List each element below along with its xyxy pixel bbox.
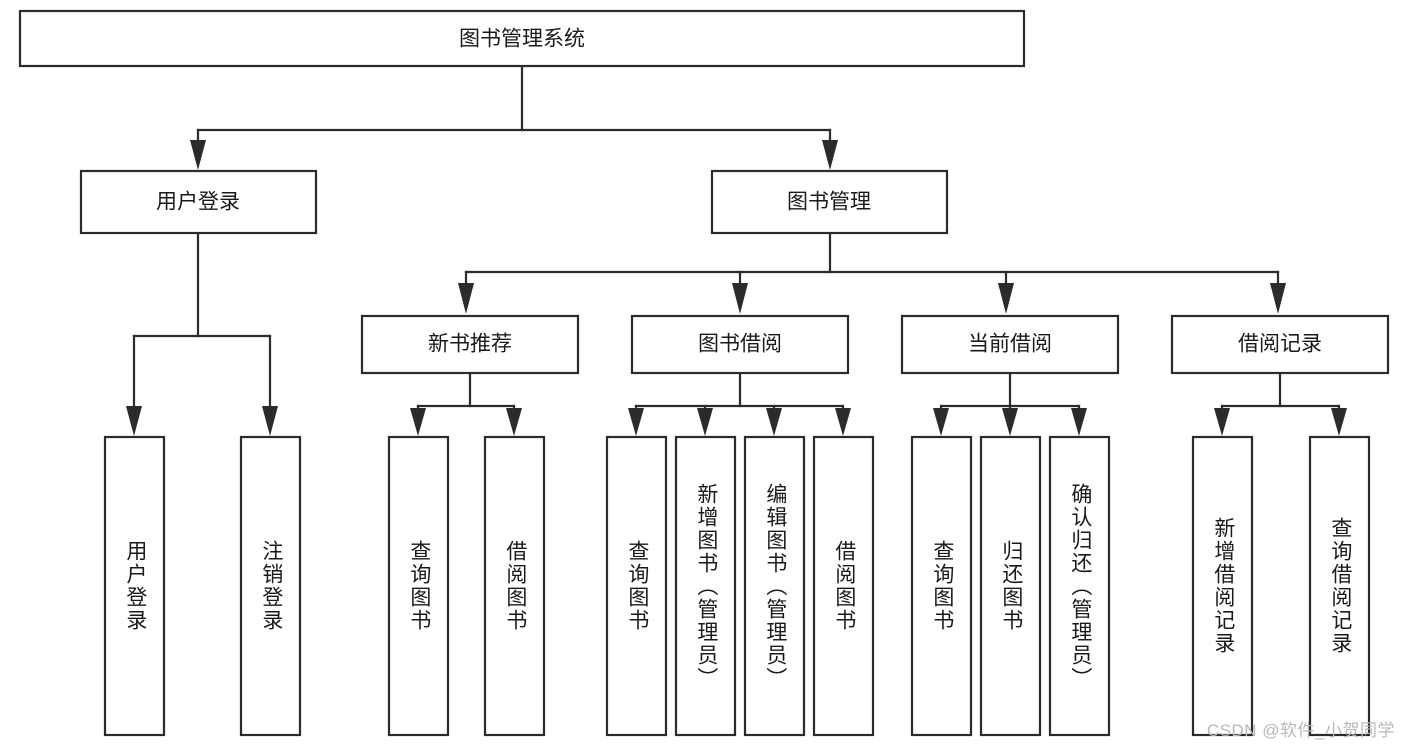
connector-group-borrow-record <box>1214 371 1347 436</box>
arrowhead-bb-leaf-1 <box>628 408 644 436</box>
leaf-box-current-borrow-2[interactable] <box>979 435 1042 737</box>
leaf-box-borrow-record-1[interactable] <box>1191 435 1254 737</box>
watermark-text: CSDN @软件_小贺同学 <box>1206 721 1395 740</box>
arrowhead-bb-leaf-4 <box>835 408 851 436</box>
leaf-box-current-borrow-3[interactable] <box>1048 435 1111 737</box>
node-user-login-label: 用户登录 <box>156 191 240 214</box>
connector-group-new-book <box>410 371 522 436</box>
leaf-box-book-borrow-2[interactable] <box>674 435 737 737</box>
node-book-borrow-box[interactable] <box>630 314 850 375</box>
arrowhead-new-book <box>458 283 474 314</box>
node-root-label: 图书管理系统 <box>459 28 585 51</box>
arrowhead-bb-leaf-2 <box>697 408 713 436</box>
arrowhead-book-borrow <box>732 283 748 314</box>
node-borrow-record-label: 借阅记录 <box>1238 333 1322 356</box>
arrowhead-bb-leaf-3 <box>766 408 782 436</box>
arrowhead-cb-leaf-1 <box>933 408 949 436</box>
node-borrow-record[interactable]: 借阅记录 <box>1170 314 1390 375</box>
connector-group-book-borrow <box>628 371 851 436</box>
node-book-borrow-label: 图书借阅 <box>698 333 782 356</box>
leaf-box-new-book-1[interactable] <box>387 435 450 737</box>
arrowhead-leaf-user-login-2 <box>262 406 278 436</box>
arrowhead-br-leaf-1 <box>1214 408 1230 436</box>
node-book-manage[interactable]: 图书管理 <box>710 169 949 235</box>
node-root-box[interactable] <box>18 9 1026 68</box>
arrowhead-current-borrow <box>998 283 1014 314</box>
leaf-box-current-borrow-1[interactable] <box>910 435 973 737</box>
arrowhead-nb-leaf-1 <box>410 408 426 436</box>
node-book-manage-label: 图书管理 <box>787 191 871 214</box>
node-book-manage-box[interactable] <box>710 169 949 235</box>
leaf-box-book-borrow-1[interactable] <box>605 435 668 737</box>
leaf-box-user-login-1[interactable] <box>103 435 166 737</box>
leaf-box-book-borrow-4[interactable] <box>812 435 875 737</box>
connector-group-book-manage <box>458 231 1286 314</box>
node-new-book-recommend-box[interactable] <box>360 314 580 375</box>
node-user-login[interactable]: 用户登录 <box>79 169 318 235</box>
node-current-borrow-label: 当前借阅 <box>968 333 1052 356</box>
leaf-box-book-borrow-3[interactable] <box>743 435 806 737</box>
arrowhead-leaf-user-login-1 <box>126 406 142 436</box>
leaf-box-user-login-2[interactable] <box>239 435 302 737</box>
connector-group-root <box>190 65 838 170</box>
node-new-book-recommend-label: 新书推荐 <box>428 333 512 356</box>
arrowhead-borrow-record <box>1270 283 1286 314</box>
node-user-login-box[interactable] <box>79 169 318 235</box>
arrowhead-br-leaf-2 <box>1331 408 1347 436</box>
arrowhead-nb-leaf-2 <box>506 408 522 436</box>
arrowhead-user-login <box>190 140 206 170</box>
node-current-borrow-box[interactable] <box>900 314 1120 375</box>
arrowhead-cb-leaf-2 <box>1002 408 1018 436</box>
leaf-box-borrow-record-2[interactable] <box>1308 435 1371 737</box>
node-new-book-recommend[interactable]: 新书推荐 <box>360 314 580 375</box>
arrowhead-cb-leaf-3 <box>1071 408 1087 436</box>
node-borrow-record-box[interactable] <box>1170 314 1390 375</box>
node-book-borrow[interactable]: 图书借阅 <box>630 314 850 375</box>
node-root[interactable]: 图书管理系统 <box>18 9 1026 68</box>
connector-group-user-login <box>126 231 278 436</box>
leaf-box-new-book-2[interactable] <box>483 435 546 737</box>
arrowhead-book-manage <box>822 140 838 170</box>
connector-group-current-borrow <box>933 371 1087 436</box>
node-current-borrow[interactable]: 当前借阅 <box>900 314 1120 375</box>
